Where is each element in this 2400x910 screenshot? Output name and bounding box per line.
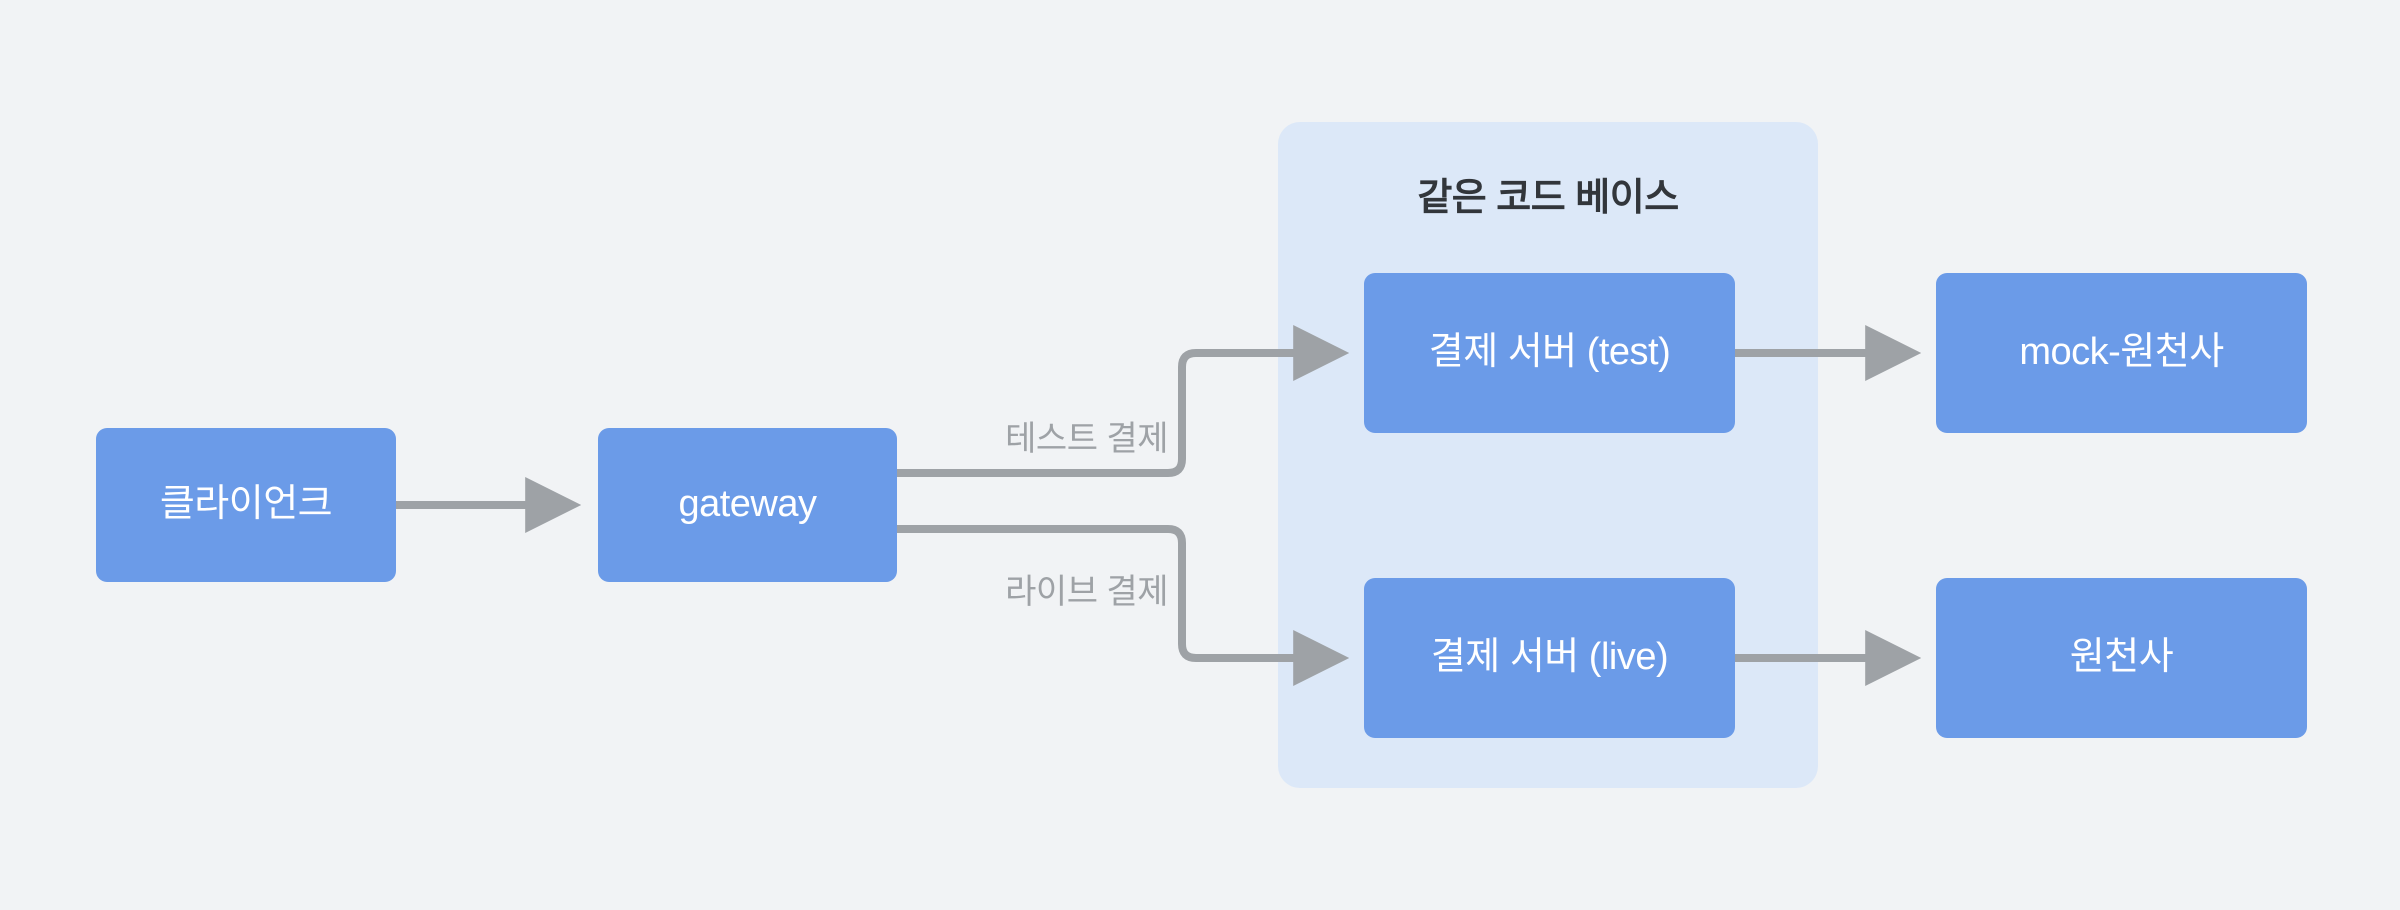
node-mock-acquirer-label: mock-원천사 — [2019, 331, 2224, 374]
edge-label-test-payment: 테스트 결제 — [1005, 420, 1168, 458]
node-gateway-label: gateway — [678, 483, 817, 526]
node-acquirer[interactable]: 원천사 — [1936, 578, 2307, 738]
node-client-label: 클라이언크 — [159, 483, 333, 526]
group-title-label: 같은 코드 베이스 — [1417, 177, 1679, 219]
node-payment-server-test-label: 결제 서버 (test) — [1428, 331, 1671, 374]
node-payment-server-live-label: 결제 서버 (live) — [1430, 636, 1669, 679]
node-mock-acquirer[interactable]: mock-원천사 — [1936, 273, 2307, 433]
node-payment-server-test[interactable]: 결제 서버 (test) — [1364, 273, 1735, 433]
edge-label-live-payment: 라이브 결제 — [1005, 573, 1168, 611]
node-acquirer-label: 원천사 — [2069, 636, 2174, 679]
node-gateway[interactable]: gateway — [598, 428, 897, 582]
node-client[interactable]: 클라이언크 — [96, 428, 396, 582]
node-payment-server-live[interactable]: 결제 서버 (live) — [1364, 578, 1735, 738]
